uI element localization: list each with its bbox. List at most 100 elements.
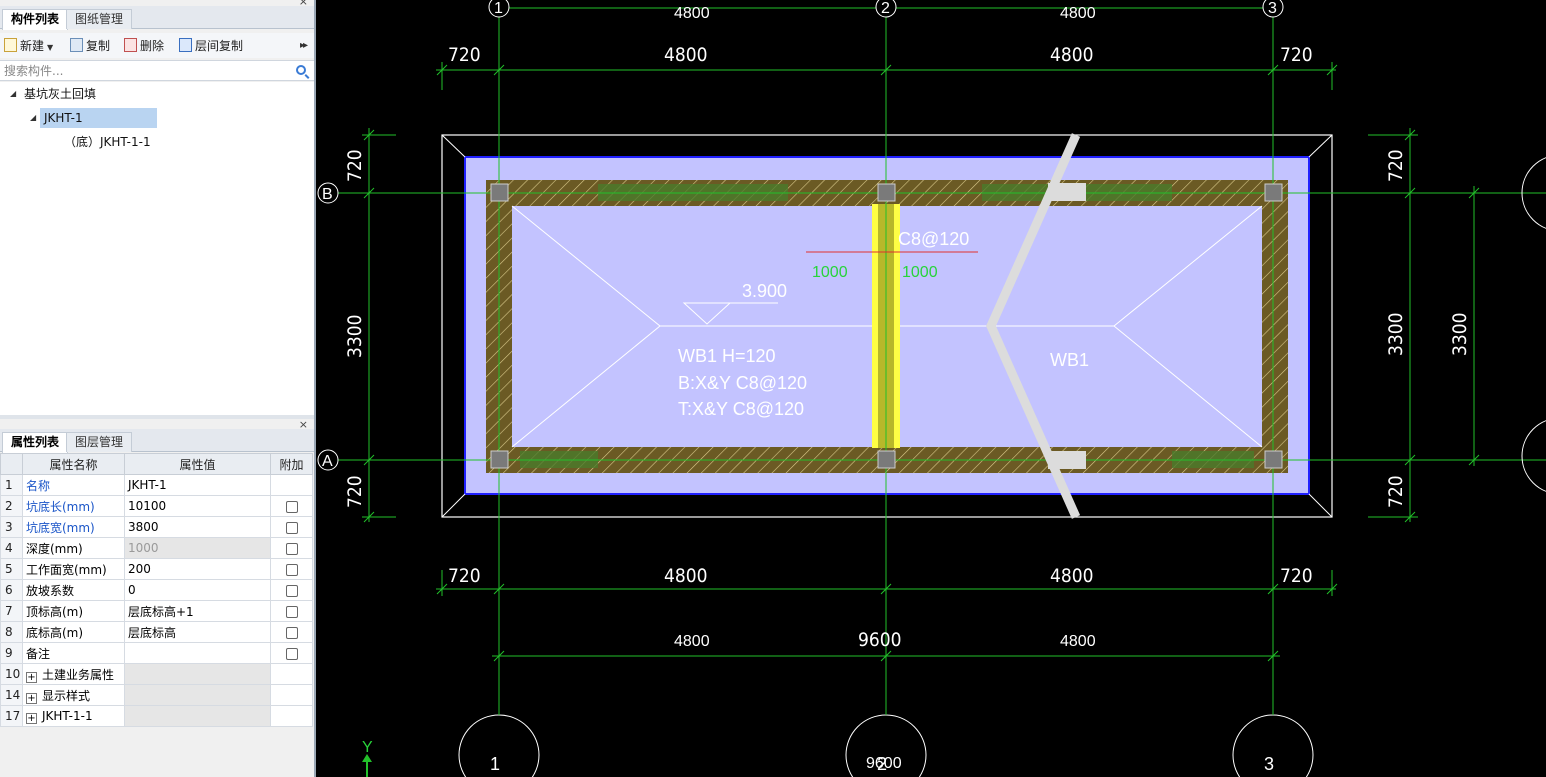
property-group[interactable]: + 显示样式 xyxy=(22,684,125,706)
property-value[interactable]: 3800 xyxy=(124,516,271,538)
table-row[interactable]: 4 深度(mm) 1000 xyxy=(0,537,313,559)
left-axis-bubbles xyxy=(317,182,339,471)
row-number: 5 xyxy=(0,558,23,580)
table-row[interactable]: 6 放坡系数 0 xyxy=(0,579,313,601)
tree-collapse-icon[interactable]: ◢ xyxy=(30,113,37,122)
axis-grid-lines xyxy=(336,0,1546,720)
top-dim-bay-2: 4800 xyxy=(1050,44,1094,66)
extra-cell xyxy=(270,579,313,601)
ucs-icon xyxy=(362,754,372,777)
delete-button[interactable]: 删除 xyxy=(124,37,164,55)
property-value[interactable]: 0 xyxy=(124,579,271,601)
table-row[interactable]: 9 备注 xyxy=(0,642,313,664)
tree-collapse-icon[interactable]: ◢ xyxy=(10,89,17,98)
left-dim-bottom: 720 xyxy=(344,475,366,508)
extra-cell xyxy=(270,600,313,622)
drawing-canvas[interactable]: C8@120 1000 1000 3.900 WB1 H=120 B:X&Y C… xyxy=(316,0,1546,777)
tree-node-jkht-1[interactable]: JKHT-1 xyxy=(40,108,157,128)
tab-layer-management[interactable]: 图层管理 xyxy=(66,432,133,452)
extra-checkbox[interactable] xyxy=(285,500,298,513)
axis-bubble-a: A xyxy=(322,453,333,470)
property-name: 显示样式 xyxy=(42,688,91,703)
property-name: 备注 xyxy=(22,642,125,664)
extra-checkbox[interactable] xyxy=(285,563,298,576)
floor-copy-icon xyxy=(179,38,192,52)
table-row[interactable]: 10 +土建业务属性 xyxy=(0,663,313,685)
property-value[interactable]: 10100 xyxy=(124,495,271,517)
extra-checkbox[interactable] xyxy=(285,542,298,555)
top-dim-bay-1: 4800 xyxy=(664,44,708,66)
toolbar-overflow-icon[interactable]: ▸▸ xyxy=(299,40,308,51)
extra-cell xyxy=(270,642,313,664)
elevation-label: 3.900 xyxy=(742,281,787,301)
property-value[interactable]: 层底标高 xyxy=(124,621,271,643)
left-dim-top: 720 xyxy=(344,149,366,182)
extra-cell xyxy=(270,495,313,517)
bottom-dim-right-edge: 720 xyxy=(1280,565,1313,587)
table-row[interactable]: 7 顶标高(m) 层底标高+1 xyxy=(0,600,313,622)
table-row[interactable]: 17 + JKHT-1-1 xyxy=(0,705,313,727)
search-input[interactable] xyxy=(0,61,280,80)
property-name: JKHT-1-1 xyxy=(42,708,93,723)
property-value[interactable] xyxy=(124,642,271,664)
row-number: 17 xyxy=(0,705,23,727)
table-row[interactable]: 14 +显示样式 xyxy=(0,684,313,706)
column-strip[interactable] xyxy=(872,204,900,448)
slab-right-label: WB1 xyxy=(1050,350,1089,370)
panel-splitter[interactable] xyxy=(0,415,314,419)
header-index xyxy=(0,453,23,475)
extra-cell xyxy=(270,537,313,559)
property-group[interactable]: +土建业务属性 xyxy=(22,663,125,685)
rebar-right-length: 1000 xyxy=(902,264,938,281)
tree-node-jkht-1-1[interactable]: （底）JKHT-1-1 xyxy=(64,135,151,149)
extra-cell xyxy=(270,684,313,706)
extra-cell xyxy=(270,474,313,496)
row-number: 4 xyxy=(0,537,23,559)
property-value[interactable]: JKHT-1 xyxy=(124,474,271,496)
property-group[interactable]: + JKHT-1-1 xyxy=(22,705,125,727)
new-button[interactable]: 新建▼ xyxy=(4,37,53,55)
table-row[interactable]: 8 底标高(m) 层底标高 xyxy=(0,621,313,643)
expand-icon[interactable]: + xyxy=(26,671,37,683)
row-number: 10 xyxy=(0,663,23,685)
tab-component-list[interactable]: 构件列表 xyxy=(2,9,69,30)
new-label: 新建 xyxy=(20,39,45,53)
extra-checkbox[interactable] xyxy=(285,605,298,618)
tree-node-root[interactable]: 基坑灰土回填 xyxy=(24,87,97,101)
extra-checkbox[interactable] xyxy=(285,647,298,660)
ucs-y-label: Y xyxy=(362,739,373,756)
tab-drawing-management[interactable]: 图纸管理 xyxy=(66,9,133,29)
expand-icon[interactable]: + xyxy=(26,712,37,724)
columns[interactable] xyxy=(490,183,1283,469)
extra-checkbox[interactable] xyxy=(285,584,298,597)
property-value[interactable]: 层底标高+1 xyxy=(124,600,271,622)
search-icon[interactable] xyxy=(296,65,306,75)
tab-property-list[interactable]: 属性列表 xyxy=(2,432,69,453)
right-axis-bubbles xyxy=(1521,157,1546,492)
expand-icon[interactable]: + xyxy=(26,692,37,704)
top-dim-right-edge: 720 xyxy=(1280,44,1313,66)
table-row[interactable]: 1 名称 JKHT-1 xyxy=(0,474,313,496)
cad-drawing[interactable]: C8@120 1000 1000 3.900 WB1 H=120 B:X&Y C… xyxy=(316,0,1546,777)
property-panel-close-icon[interactable]: × xyxy=(298,418,308,431)
component-tree: ◢ 基坑灰土回填 ◢ JKHT-1 （底）JKHT-1-1 xyxy=(0,82,314,415)
table-row[interactable]: 3 坑底宽(mm) 3800 xyxy=(0,516,313,538)
property-header-row: 属性名称 属性值 附加 xyxy=(0,453,313,475)
component-panel-close-icon[interactable]: × xyxy=(298,0,308,8)
chevron-down-icon: ▼ xyxy=(47,43,54,52)
bottom-dim-bay-2: 4800 xyxy=(1050,565,1094,587)
table-row[interactable]: 2 坑底长(mm) 10100 xyxy=(0,495,313,517)
extra-checkbox[interactable] xyxy=(285,626,298,639)
extra-cell xyxy=(270,663,313,685)
extra-checkbox[interactable] xyxy=(285,521,298,534)
rebar-label: C8@120 xyxy=(898,229,969,249)
floor-copy-button[interactable]: 层间复制 xyxy=(179,37,243,55)
component-toolbar: 新建▼ 复制 删除 层间复制 ▸▸ xyxy=(0,33,314,58)
axis-bubble-2-bottom: 2 xyxy=(877,754,887,774)
table-row[interactable]: 5 工作面宽(mm) 200 xyxy=(0,558,313,580)
copy-button[interactable]: 复制 xyxy=(70,37,110,55)
property-value[interactable]: 200 xyxy=(124,558,271,580)
copy-label: 复制 xyxy=(86,39,111,53)
property-value xyxy=(124,684,271,706)
slab-note-line2: B:X&Y C8@120 xyxy=(678,373,807,393)
